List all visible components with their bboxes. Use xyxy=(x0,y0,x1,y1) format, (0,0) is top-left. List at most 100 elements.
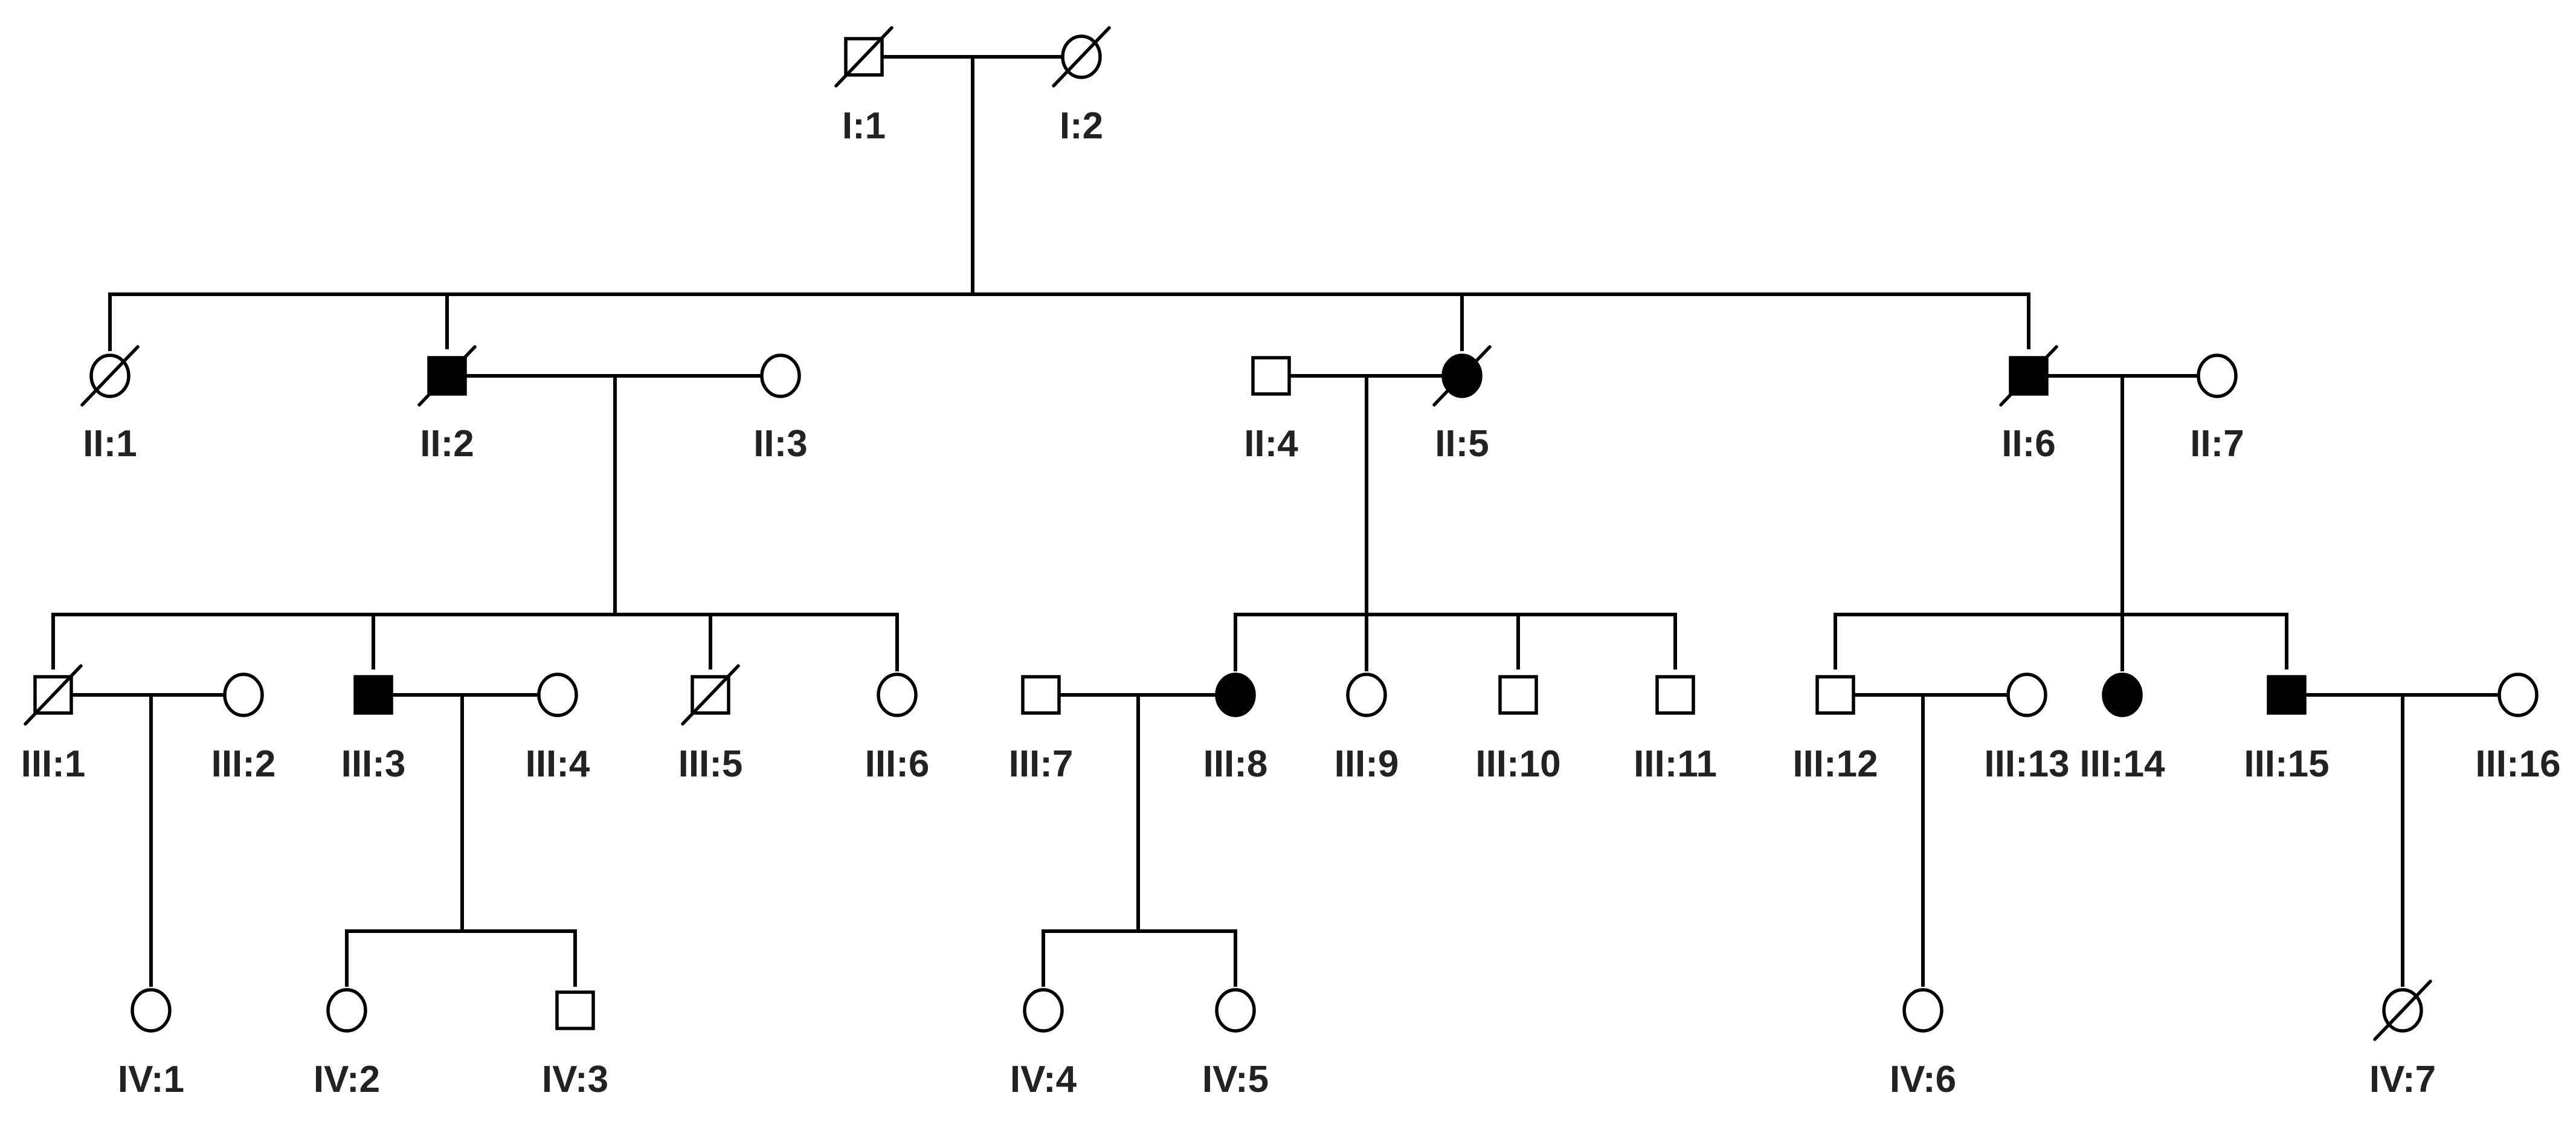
individual-iii-12: III:12 xyxy=(1792,675,1878,785)
individual-label: IV:4 xyxy=(1010,1059,1077,1100)
individual-iii-2: III:2 xyxy=(211,673,276,785)
individual-label: II:6 xyxy=(2001,423,2056,465)
individual-label: II:4 xyxy=(1244,423,1298,465)
individual-label: III:4 xyxy=(526,743,590,785)
individual-iii-1: III:1 xyxy=(21,664,86,785)
individual-ii-6: II:6 xyxy=(1999,345,2058,465)
individual-i-1: I:1 xyxy=(834,26,894,147)
individual-iii-10: III:10 xyxy=(1475,675,1561,785)
individual-ii-2: II:2 xyxy=(417,345,477,465)
deceased-slash-icon xyxy=(1432,345,1492,407)
individual-label: I:2 xyxy=(1060,105,1103,147)
individual-label: III:10 xyxy=(1475,743,1560,785)
individual-label: III:1 xyxy=(21,743,86,785)
female-circle-icon xyxy=(130,988,172,1033)
individual-label: III:13 xyxy=(1984,743,2069,785)
individual-label: IV:3 xyxy=(542,1059,608,1100)
individual-ii-4: II:4 xyxy=(1244,356,1298,465)
individual-iv-6: IV:6 xyxy=(1890,988,1956,1100)
female-circle-icon xyxy=(326,988,367,1033)
individual-iv-1: IV:1 xyxy=(118,988,184,1100)
individual-label: IV:5 xyxy=(1202,1059,1269,1100)
deceased-slash-icon xyxy=(24,664,83,726)
affected-male-square-icon xyxy=(2267,675,2307,715)
individual-iii-6: III:6 xyxy=(865,673,930,785)
individual-iv-7: IV:7 xyxy=(2369,979,2436,1100)
deceased-slash-icon xyxy=(834,26,894,88)
individual-ii-3: II:3 xyxy=(753,353,808,465)
individual-ii-5: II:5 xyxy=(1432,345,1492,465)
individual-label: II:7 xyxy=(2190,423,2244,465)
male-square-icon xyxy=(1251,356,1291,396)
individual-label: III:7 xyxy=(1009,743,1074,785)
individual-label: III:14 xyxy=(2079,743,2165,785)
female-circle-icon xyxy=(1215,988,1256,1033)
female-circle-icon xyxy=(2497,673,2539,717)
individual-ii-1: II:1 xyxy=(80,345,140,465)
connector-lines xyxy=(51,55,2500,987)
individual-label: IV:2 xyxy=(314,1059,380,1100)
individual-iv-5: IV:5 xyxy=(1202,988,1269,1100)
female-circle-icon xyxy=(537,673,578,717)
individual-iii-5: III:5 xyxy=(678,664,743,785)
individual-label: II:3 xyxy=(753,423,808,465)
individual-iii-4: III:4 xyxy=(526,673,590,785)
individual-label: III:5 xyxy=(678,743,743,785)
female-circle-icon xyxy=(877,673,918,717)
individual-iii-14: III:14 xyxy=(2079,673,2165,785)
individual-label: III:16 xyxy=(2475,743,2560,785)
male-square-icon xyxy=(1498,675,1538,715)
individual-label: II:1 xyxy=(83,423,137,465)
affected-female-circle-icon xyxy=(2102,673,2143,717)
individual-iii-15: III:15 xyxy=(2244,675,2330,785)
female-circle-icon xyxy=(1346,673,1387,717)
male-square-icon xyxy=(1815,675,1855,715)
individual-iii-3: III:3 xyxy=(341,675,406,785)
affected-male-square-icon xyxy=(427,356,467,396)
male-square-icon xyxy=(1021,675,1061,715)
individual-i-2: I:2 xyxy=(1052,26,1111,147)
individual-iv-4: IV:4 xyxy=(1010,988,1077,1100)
individual-iii-16: III:16 xyxy=(2475,673,2561,785)
individual-label: III:3 xyxy=(341,743,406,785)
individual-label: IV:6 xyxy=(1890,1059,1956,1100)
affected-male-square-icon xyxy=(353,675,393,715)
individual-iv-3: IV:3 xyxy=(542,990,608,1100)
individual-iii-7: III:7 xyxy=(1009,675,1074,785)
individual-label: II:5 xyxy=(1435,423,1489,465)
deceased-slash-icon xyxy=(2373,979,2432,1041)
individual-label: III:2 xyxy=(211,743,276,785)
female-circle-icon xyxy=(2197,353,2238,398)
female-circle-icon xyxy=(760,353,801,398)
deceased-slash-icon xyxy=(681,664,740,726)
deceased-slash-icon xyxy=(80,345,140,407)
individual-iii-9: III:9 xyxy=(1335,673,1399,785)
individual-label: I:1 xyxy=(842,105,886,147)
individual-label: III:9 xyxy=(1335,743,1399,785)
deceased-slash-icon xyxy=(1052,26,1111,88)
individual-label: III:8 xyxy=(1203,743,1268,785)
female-circle-icon xyxy=(1902,988,1943,1033)
female-circle-icon xyxy=(2006,673,2047,717)
individual-label: IV:7 xyxy=(2369,1059,2436,1100)
individual-label: III:11 xyxy=(1634,743,1717,785)
individual-label: III:15 xyxy=(2244,743,2329,785)
deceased-slash-icon xyxy=(417,345,477,407)
female-circle-icon xyxy=(1023,988,1064,1033)
individual-iii-8: III:8 xyxy=(1203,673,1268,785)
individual-iv-2: IV:2 xyxy=(314,988,380,1100)
individual-iii-11: III:11 xyxy=(1634,675,1717,785)
individual-label: III:6 xyxy=(865,743,930,785)
female-circle-icon xyxy=(223,673,264,717)
individual-label: IV:1 xyxy=(118,1059,184,1100)
deceased-slash-icon xyxy=(1999,345,2058,407)
male-square-icon xyxy=(555,990,595,1030)
individual-ii-7: II:7 xyxy=(2190,353,2244,465)
male-square-icon xyxy=(1655,675,1695,715)
individual-label: II:2 xyxy=(420,423,474,465)
individual-iii-13: III:13 xyxy=(1984,673,2070,785)
individual-label: III:12 xyxy=(1792,743,1878,785)
affected-female-circle-icon xyxy=(1215,673,1256,717)
